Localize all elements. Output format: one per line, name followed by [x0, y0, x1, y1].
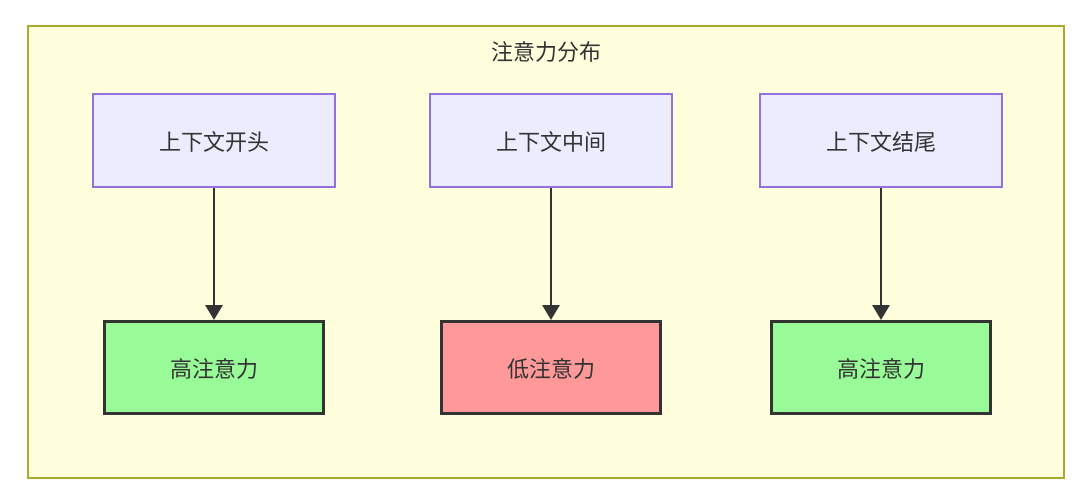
node-context-start: 上下文开头	[92, 93, 336, 188]
edge-line	[550, 188, 552, 305]
cluster-title: 注意力分布	[490, 40, 601, 65]
attention-distribution-cluster: 注意力分布 上下文开头 高注意力 上下文中间 低注意力 上下文结尾 高注意力	[27, 25, 1065, 479]
flow-column-context-middle: 上下文中间 低注意力	[429, 93, 673, 415]
edge-line	[213, 188, 215, 305]
flow-column-context-start: 上下文开头 高注意力	[92, 93, 336, 415]
node-context-middle: 上下文中间	[429, 93, 673, 188]
arrowhead-down-icon	[542, 305, 560, 320]
arrowhead-down-icon	[872, 305, 890, 320]
node-context-end: 上下文结尾	[759, 93, 1003, 188]
flow-column-context-end: 上下文结尾 高注意力	[759, 93, 1003, 415]
node-high-attention-left: 高注意力	[103, 320, 325, 415]
node-low-attention-middle: 低注意力	[440, 320, 662, 415]
edge-start-to-result	[92, 188, 336, 320]
edge-end-to-result	[759, 188, 1003, 320]
node-high-attention-right: 高注意力	[770, 320, 992, 415]
arrowhead-down-icon	[205, 305, 223, 320]
edge-line	[880, 188, 882, 305]
edge-middle-to-result	[429, 188, 673, 320]
